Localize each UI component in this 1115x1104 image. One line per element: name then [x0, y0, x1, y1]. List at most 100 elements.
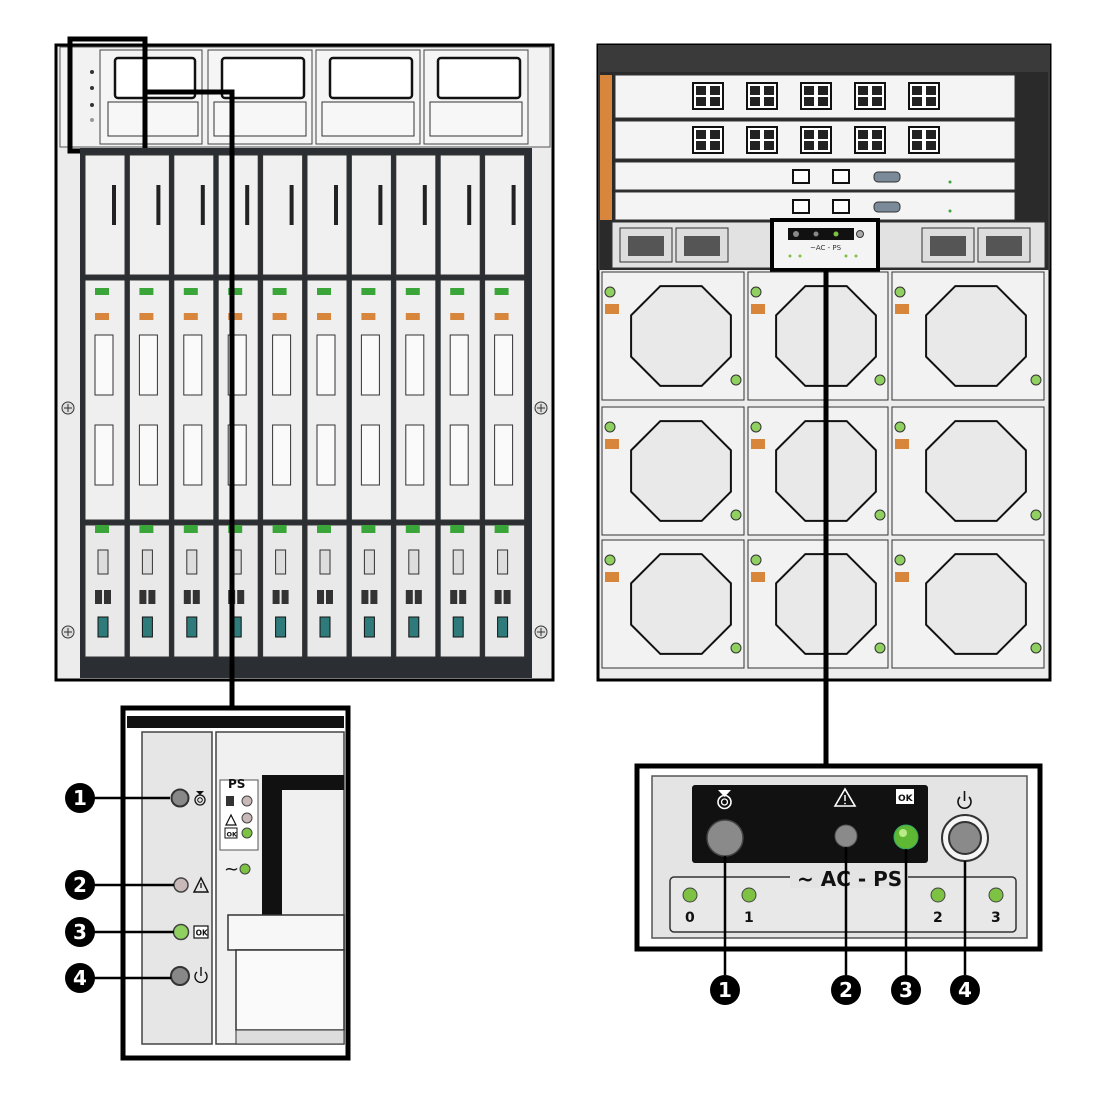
- blade-module: [439, 154, 481, 658]
- fan-icon: [601, 539, 745, 669]
- fan-icon: [747, 271, 889, 401]
- ac-inlet: [619, 227, 673, 263]
- screw-icon: [61, 625, 75, 639]
- fan-icon: [601, 271, 745, 401]
- blade-module: [173, 154, 215, 658]
- screw-icon: [61, 401, 75, 415]
- power-button-led: [170, 966, 190, 986]
- locator-icon: [717, 790, 732, 810]
- locator-icon: [226, 796, 234, 806]
- ac-inlet: [977, 227, 1031, 263]
- svg-text:3: 3: [73, 920, 87, 944]
- mini-panel-label: ~AC - PS: [810, 244, 842, 252]
- power-button[interactable]: [941, 814, 989, 862]
- ac-inlet: [921, 227, 975, 263]
- psu-status-led-0: 0: [682, 887, 698, 926]
- ethernet-ports: [692, 82, 940, 154]
- fan-icon: [891, 406, 1045, 536]
- blade-module: [262, 154, 304, 658]
- service-required-led: [173, 877, 189, 893]
- ok-led: [172, 923, 190, 941]
- svg-text:2: 2: [933, 910, 943, 926]
- svg-text:OK: OK: [227, 831, 239, 839]
- power-supply-bay: [207, 49, 313, 145]
- svg-text:1: 1: [744, 910, 754, 926]
- blade-module: [217, 154, 259, 658]
- io-card: [614, 191, 1016, 221]
- psu-status-led-2: 2: [930, 887, 946, 926]
- ethernet-port-icon: [908, 126, 940, 154]
- rear-detail-panel: OK ~ AC - PS 0 1 2: [634, 763, 1043, 952]
- blade-module: [128, 154, 170, 658]
- svg-text:OK: OK: [196, 929, 209, 938]
- locator-icon: [194, 791, 206, 806]
- psu-status-led-1: 1: [741, 887, 757, 926]
- blade-module: [350, 154, 392, 658]
- svg-text:1: 1: [73, 786, 87, 810]
- blade-module: [84, 154, 126, 658]
- ac-led: [239, 863, 251, 875]
- ethernet-port-icon: [692, 82, 724, 110]
- callout-2: 2: [831, 975, 861, 1005]
- front-mini-leds: [90, 70, 94, 122]
- svg-text:3: 3: [991, 910, 1001, 926]
- ps-label: PS: [228, 777, 245, 791]
- ac-ps-label: ~ AC - PS: [797, 867, 902, 891]
- ethernet-port-icon: [908, 82, 940, 110]
- fan-modules: [601, 271, 1045, 669]
- power-supply-bay: [99, 49, 203, 145]
- blade-module: [306, 154, 348, 658]
- rear-callouts: 1 2 3 4: [710, 847, 980, 1005]
- power-icon: [194, 967, 208, 984]
- callout-1: 1: [65, 783, 95, 813]
- service-warning-icon: [225, 813, 237, 826]
- ps-led: [241, 795, 253, 807]
- blade-module: [395, 154, 437, 658]
- svg-text:OK: OK: [898, 794, 914, 804]
- fan-icon: [747, 406, 889, 536]
- ok-icon: OK: [224, 827, 239, 839]
- callout-2: 2: [65, 870, 95, 900]
- fan-icon: [747, 539, 889, 669]
- svg-text:2: 2: [839, 978, 853, 1002]
- fan-icon: [891, 271, 1045, 401]
- ok-icon: OK: [896, 789, 914, 804]
- ethernet-port-icon: [746, 126, 778, 154]
- ethernet-port-icon: [692, 126, 724, 154]
- ethernet-port-icon: [800, 82, 832, 110]
- io-card: [614, 161, 1016, 191]
- blade-slots: [84, 154, 526, 658]
- svg-text:1: 1: [718, 978, 732, 1002]
- fan-icon: [601, 406, 745, 536]
- service-warning-icon: [833, 787, 857, 807]
- callout-4: 4: [950, 975, 980, 1005]
- psu-status-led-3: 3: [988, 887, 1004, 926]
- ok-icon: OK: [193, 925, 209, 939]
- power-supply-bay: [423, 49, 529, 145]
- power-supply-bay: [315, 49, 421, 145]
- svg-text:3: 3: [899, 978, 913, 1002]
- ethernet-port-icon: [854, 82, 886, 110]
- svg-text:2: 2: [73, 873, 87, 897]
- screw-icon: [534, 401, 548, 415]
- rear-chassis: ~AC - PS: [596, 43, 1052, 682]
- ok-led: [893, 824, 919, 850]
- power-icon: [957, 791, 972, 809]
- front-detail-panel: PS OK ~ OK: [120, 705, 351, 1061]
- callout-1: 1: [710, 975, 740, 1005]
- front-chassis: [54, 36, 555, 682]
- locator-led: [706, 819, 744, 857]
- svg-text:4: 4: [73, 966, 87, 990]
- callout-3: 3: [65, 917, 95, 947]
- front-leader-line: [145, 89, 235, 710]
- front-power-supply-bays: [99, 49, 529, 145]
- service-required-led: [834, 824, 858, 848]
- ac-inlet: [675, 227, 729, 263]
- front-callouts: 1 2 3 4: [65, 783, 174, 993]
- svg-text:4: 4: [958, 978, 972, 1002]
- svg-text:0: 0: [685, 910, 695, 926]
- callout-3: 3: [891, 975, 921, 1005]
- ethernet-port-icon: [800, 126, 832, 154]
- ps-ok-led: [241, 827, 253, 839]
